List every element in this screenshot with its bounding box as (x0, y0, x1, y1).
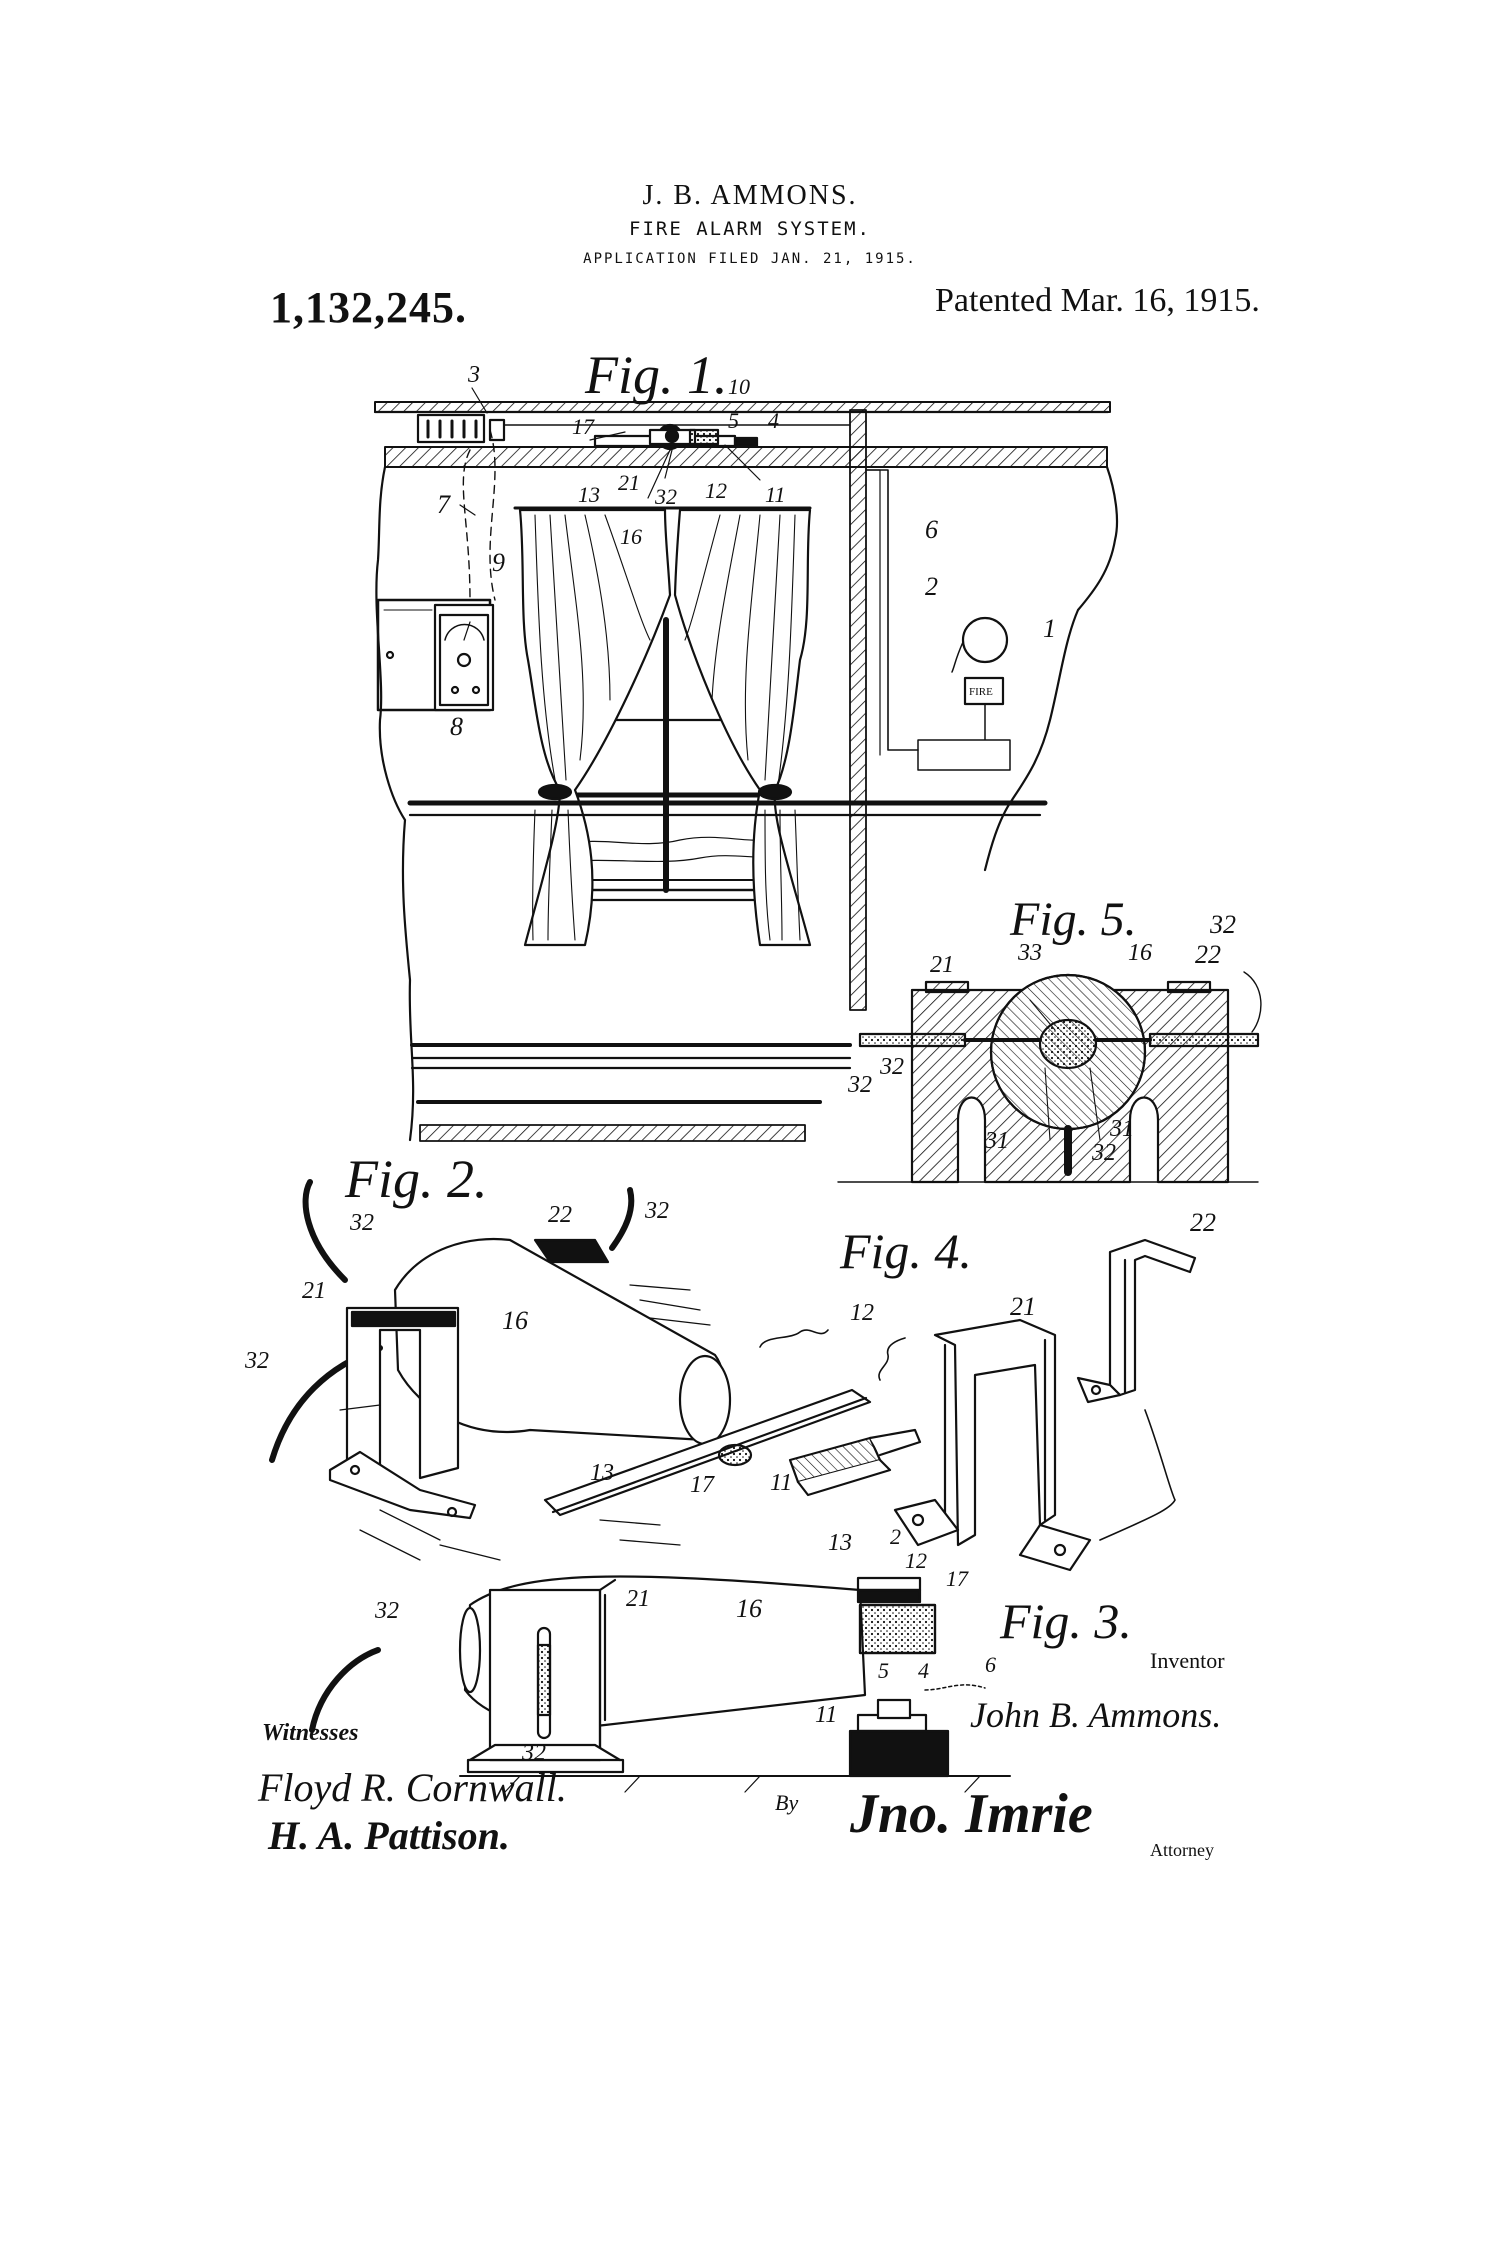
fig3-ref-4: 4 (918, 1658, 929, 1683)
fig2-ref-12: 12 (850, 1300, 874, 1326)
fig2-ref-32-left: 32 (245, 1348, 269, 1374)
fig5-ref-31-right: 31 (1110, 1116, 1134, 1142)
fig3-ref-6: 6 (985, 1652, 996, 1677)
figure-1-title: Fig. 1. (585, 345, 728, 405)
inventor-signature: John B. Ammons. (970, 1695, 1222, 1735)
fig5-ref-22: 22 (1195, 940, 1221, 969)
fig3-ref-13: 13 (828, 1530, 852, 1556)
by-label: By (775, 1790, 799, 1815)
figure-4-brackets (893, 1238, 1197, 1572)
fig1-ref-6: 6 (925, 515, 938, 544)
fig1-ref-4: 4 (768, 408, 779, 433)
fig5-ref-32-left-low: 32 (848, 1072, 872, 1098)
figure-5-title: Fig. 5. (1010, 893, 1137, 946)
witness-1-signature: Floyd R. Cornwall. (258, 1765, 567, 1810)
fig1-ref-12: 12 (705, 478, 727, 503)
fig2-ref-32-top-right: 32 (645, 1198, 669, 1224)
fig1-ref-7: 7 (437, 490, 450, 519)
fig5-ref-33: 33 (1018, 940, 1042, 966)
patent-number: 1,132,245. (270, 283, 467, 332)
fig1-ref-5: 5 (728, 408, 739, 433)
fig4-ref-21: 21 (1010, 1292, 1036, 1321)
fig2-ref-13: 13 (590, 1460, 614, 1486)
figure-3-side-elevation (309, 1575, 1011, 1793)
patent-date: Patented Mar. 16, 1915. (935, 282, 1260, 319)
inventor-label: Inventor (1150, 1648, 1225, 1673)
fig3-ref-21: 21 (626, 1586, 650, 1612)
fig1-ref-8: 8 (450, 712, 463, 741)
figure-3-title: Fig. 3. (1000, 1593, 1132, 1649)
fig1-ref-16: 16 (620, 524, 642, 549)
fig5-ref-32-top: 32 (1210, 910, 1236, 939)
fig3-ref-16: 16 (736, 1594, 762, 1623)
fig3-ref-12: 12 (905, 1548, 927, 1573)
fig1-ref-1: 1 (1043, 614, 1056, 643)
figure-4-title: Fig. 4. (840, 1223, 972, 1279)
patent-title: FIRE ALARM SYSTEM. (629, 218, 871, 240)
fig2-ref-17: 17 (690, 1472, 714, 1498)
fig4-ref-22: 22 (1190, 1208, 1216, 1237)
fig1-ref-11: 11 (765, 482, 786, 507)
fig5-ref-32-left: 32 (880, 1054, 904, 1080)
application-filed: APPLICATION FILED JAN. 21, 1915. (583, 251, 917, 267)
fire-sign: FIRE (969, 686, 993, 698)
fig1-ref-10: 10 (728, 374, 750, 399)
fig3-ref-32-bottom: 32 (522, 1740, 546, 1766)
fig3-ref-32-top: 32 (375, 1598, 399, 1624)
fig2-ref-16: 16 (502, 1306, 528, 1335)
fig5-ref-31-left: 31 (985, 1128, 1009, 1154)
fig2-ref-21: 21 (302, 1278, 326, 1304)
fig2-ref-22: 22 (548, 1202, 572, 1228)
fig3-ref-5: 5 (878, 1658, 889, 1683)
fig3-ref-17: 17 (946, 1566, 968, 1591)
fig1-ref-3: 3 (468, 362, 480, 388)
fig2-ref-32-top-left: 32 (350, 1210, 374, 1236)
fig1-ref-32: 32 (655, 484, 677, 509)
attorney-signature: Jno. Imrie (850, 1783, 1093, 1845)
attorney-label: Attorney (1150, 1840, 1214, 1860)
fig1-ref-21: 21 (618, 470, 640, 495)
fig1-ref-9: 9 (492, 548, 505, 577)
figure-5-section (837, 971, 1262, 1184)
witness-2-signature: H. A. Pattison. (268, 1813, 510, 1858)
fig5-ref-21: 21 (930, 952, 954, 978)
fig3-ref-2: 2 (890, 1524, 901, 1549)
fig5-ref-32-bottom: 32 (1092, 1140, 1116, 1166)
fig3-ref-11: 11 (815, 1702, 838, 1728)
fig5-ref-16: 16 (1128, 940, 1152, 966)
figure-2-title: Fig. 2. (345, 1149, 488, 1209)
witnesses-label: Witnesses (262, 1720, 359, 1746)
fig2-ref-11: 11 (770, 1470, 793, 1496)
fig1-ref-17: 17 (572, 414, 594, 439)
fig1-ref-13: 13 (578, 482, 600, 507)
figure-1-room-view (373, 387, 1119, 1142)
fig1-ref-2: 2 (925, 572, 938, 601)
inventor-name: J. B. AMMONS. (642, 180, 858, 211)
figure-2-perspective (269, 1179, 922, 1561)
